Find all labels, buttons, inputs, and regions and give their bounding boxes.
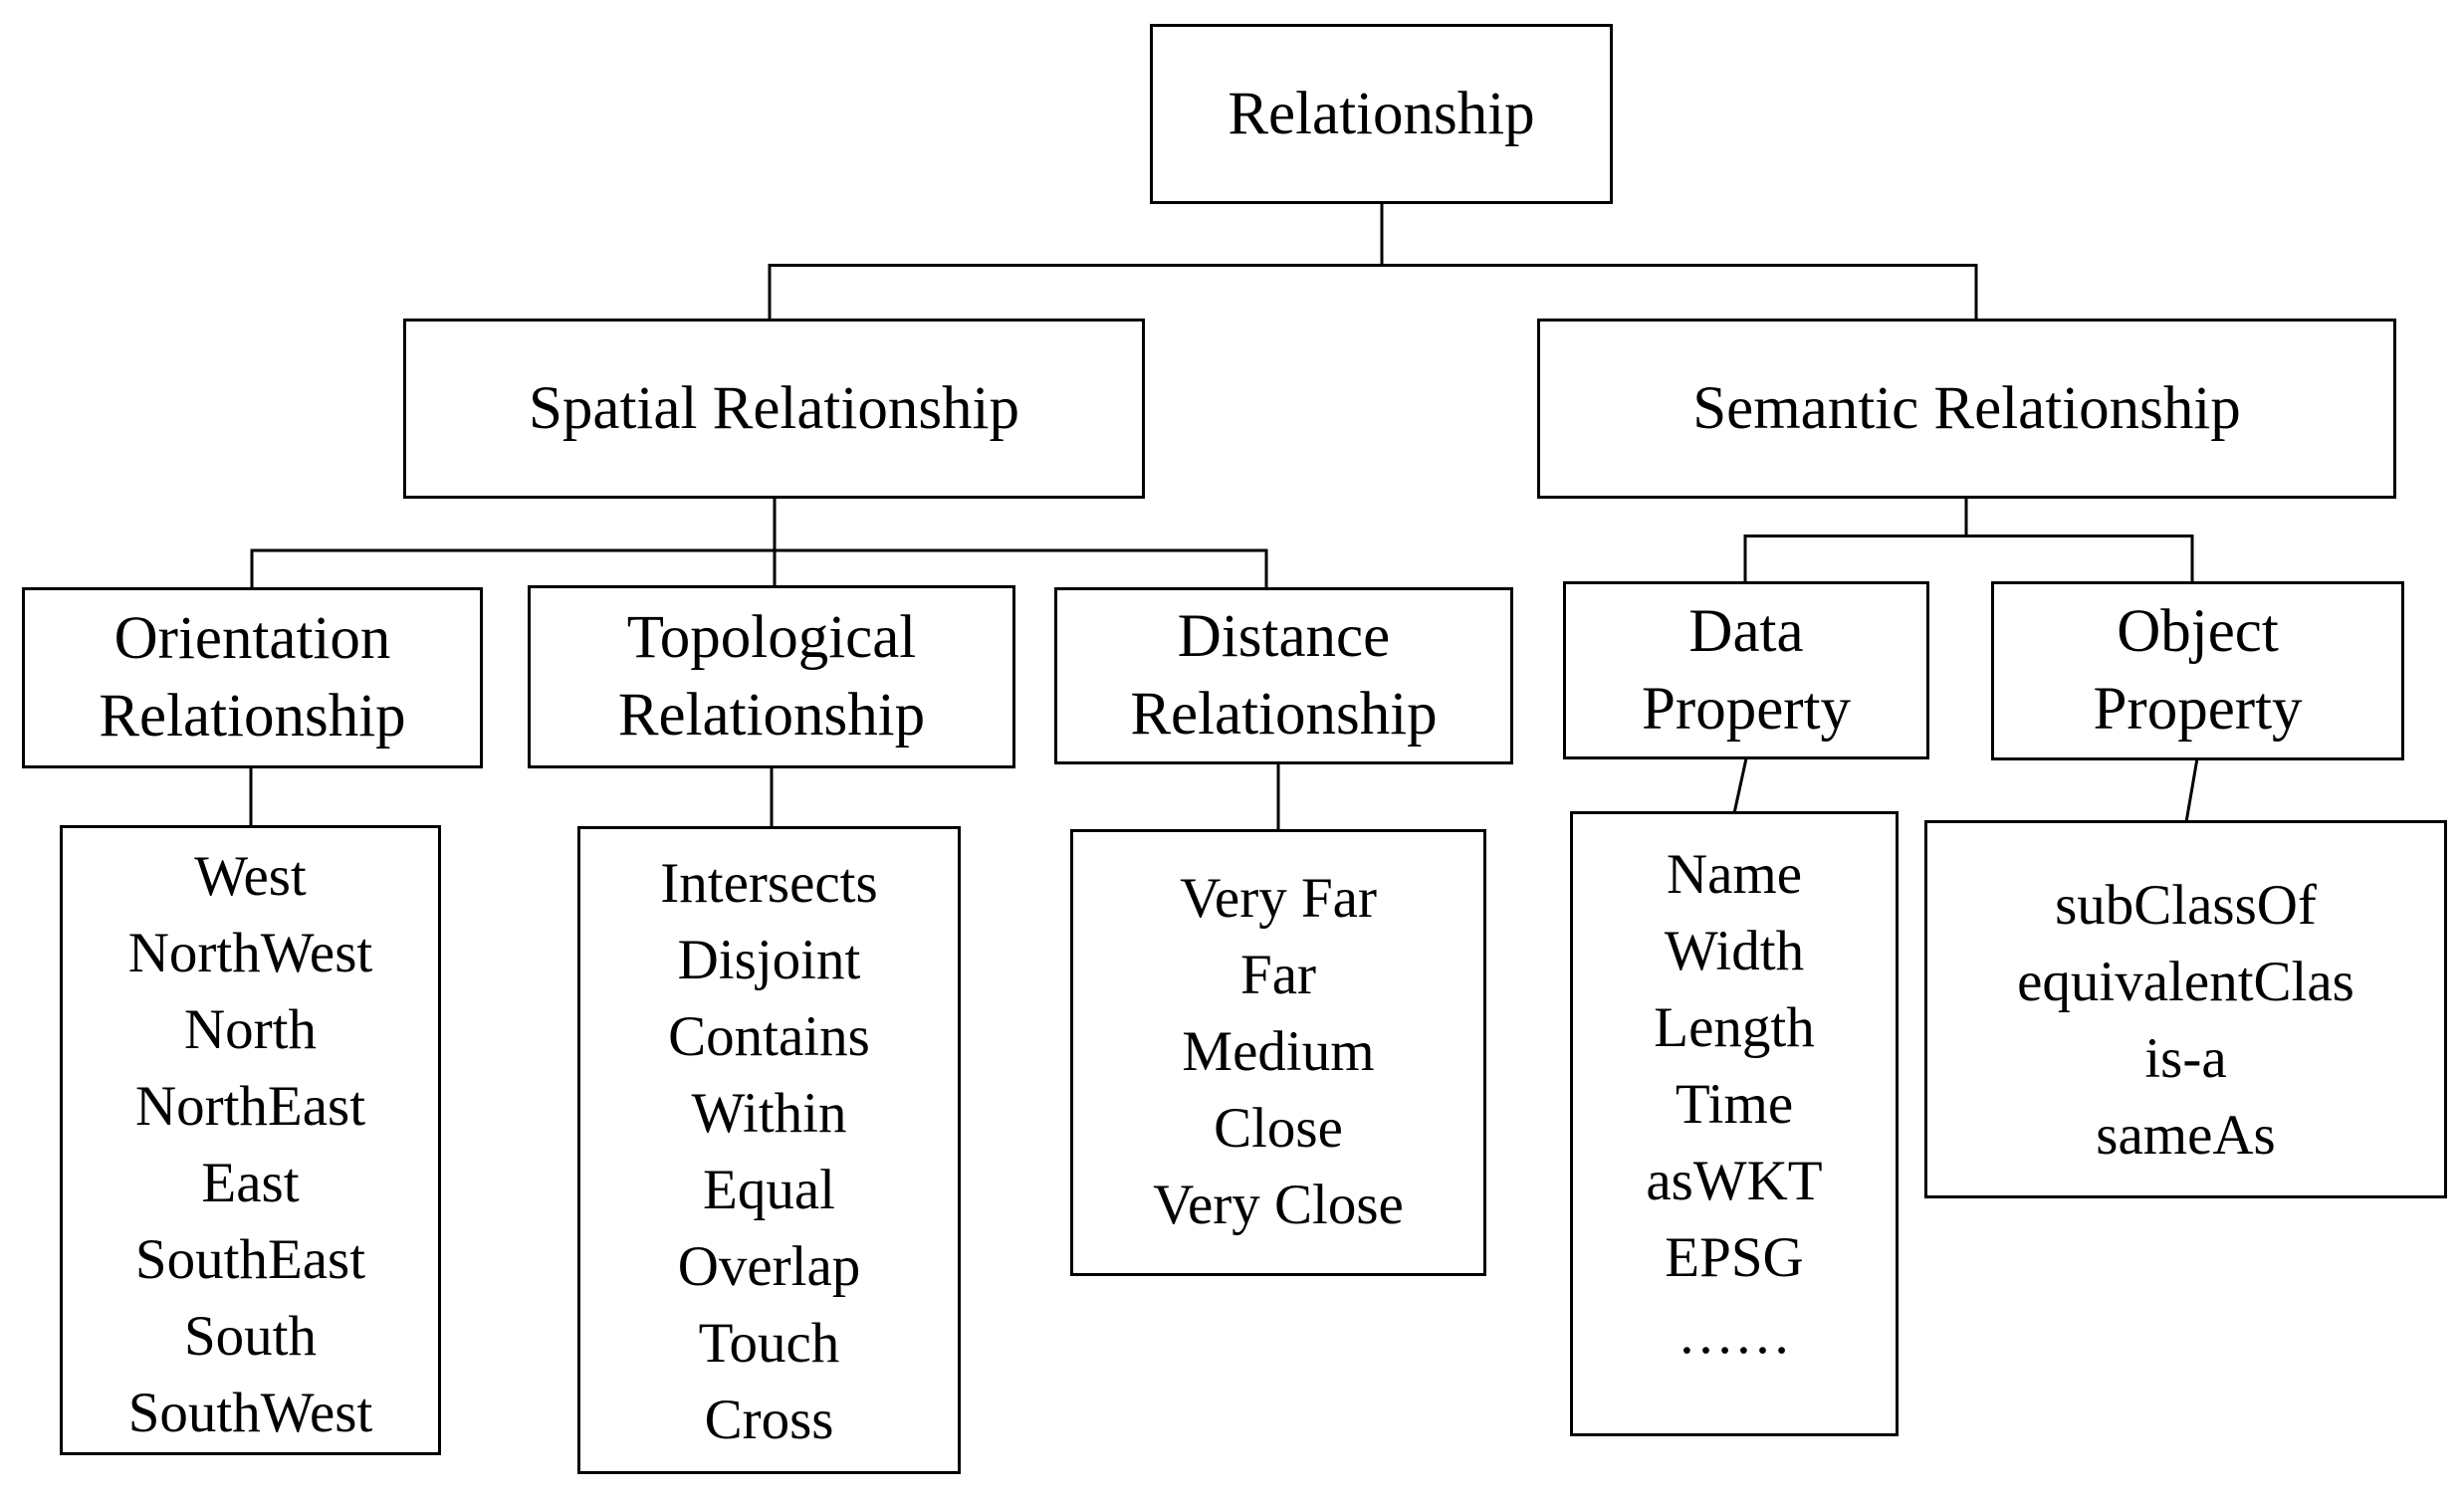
node-spatial-relationship: Spatial Relationship [403,319,1145,499]
list-item: Very Far [1180,867,1377,930]
list-item: Disjoint [677,929,861,991]
list-object-property-values: subClassOf equivalentClas is-a sameAs [1924,820,2447,1198]
list-item: is-a [2144,1027,2227,1090]
list-item: Property [2093,676,2303,743]
list-item: Contains [668,1005,870,1068]
list-item: Relationship [1130,681,1438,748]
list-item: Data [1688,597,1804,665]
list-item: Intersects [660,852,878,915]
list-item: Orientation [113,605,391,672]
list-item: Name [1666,843,1803,906]
list-item: Overlap [677,1235,861,1298]
list-item: Close [1214,1097,1343,1160]
list-item: Equal [703,1159,835,1221]
list-item: sameAs [2096,1104,2276,1167]
list-item: Touch [698,1312,840,1375]
connector-object-leaf [2184,757,2199,823]
list-item: equivalentClas [2017,951,2354,1013]
list-item: Distance [1177,603,1391,670]
list-item: West [194,845,307,908]
list-item: Relationship [99,683,406,750]
list-item: Property [1641,675,1852,743]
node-semantic-relationship: Semantic Relationship [1537,319,2396,499]
list-item: NorthEast [134,1075,366,1138]
list-item: Topological [626,604,917,671]
list-item: East [201,1152,300,1214]
list-item: NorthWest [127,922,373,984]
list-item: Object [2117,598,2279,665]
node-relationship: Relationship [1150,24,1613,204]
list-item: Medium [1182,1020,1375,1083]
list-item: SouthWest [127,1382,373,1444]
list-item: Relationship [617,682,926,749]
list-item: EPSG [1665,1226,1804,1289]
list-item: Very Close [1153,1174,1404,1236]
list-item: Far [1240,944,1316,1006]
list-item: Time [1675,1073,1794,1136]
list-item: Width [1664,920,1805,982]
list-item: asWKT [1646,1150,1823,1212]
connector-data-leaf [1732,757,1748,814]
list-item: South [183,1305,318,1368]
list-item: Length [1654,996,1815,1059]
list-item: Cross [704,1389,834,1451]
list-item: Within [691,1082,847,1145]
node-label: Spatial Relationship [528,374,1020,442]
node-label: Relationship [1228,80,1535,147]
list-item: North [184,998,317,1061]
list-item: subClassOf [2055,874,2317,937]
list-item: SouthEast [134,1228,366,1291]
node-label: Semantic Relationship [1692,374,2241,442]
list-item: …… [1678,1303,1791,1366]
